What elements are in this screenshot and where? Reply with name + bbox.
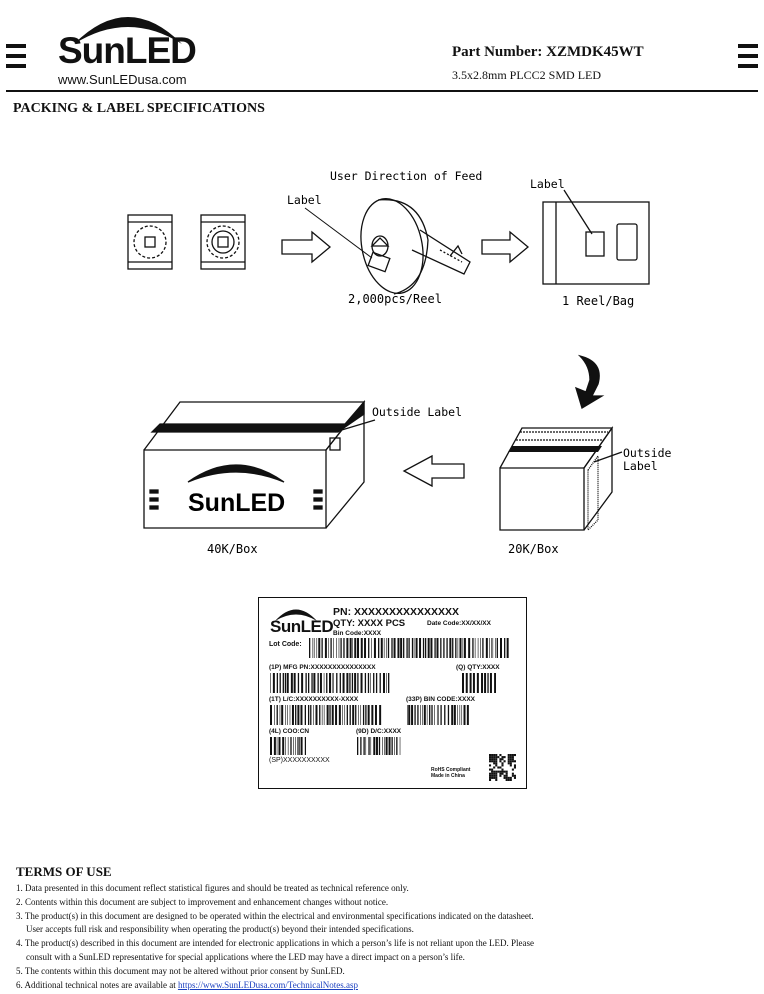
label-date-code: Date Code:XX/XX/XX [427,620,491,627]
label-brand: SunLED [270,617,334,636]
terms-item: 3. The product(s) in this document are d… [16,910,534,921]
label-bin-code-2: (33P) BIN CODE:XXXX [406,696,475,703]
reel-qty: 2,000pcs/Reel [348,292,442,306]
bag-icon [542,189,650,285]
label-mfg-pn: (1P) MFG PN:XXXXXXXXXXXXXXX [269,664,376,671]
barcode-coo [270,737,306,755]
bag-label-text: Label [530,177,565,191]
barcode-bin [407,705,469,725]
section-title: PACKING & LABEL SPECIFICATIONS [13,101,265,116]
label-pn: PN: XXXXXXXXXXXXXXX [333,606,460,618]
big-box-icon [143,400,376,529]
reel-label-text: Label [287,193,322,207]
qr-code-icon [489,754,516,781]
box-brand-logo: SunLED [188,489,285,517]
website-text: www.SunLEDusa.com [58,72,187,87]
barcode-lc [270,705,382,725]
arrow-right-icon [481,230,530,264]
arrow-left-icon [402,454,465,488]
technical-notes-link[interactable]: https://www.SunLEDusa.com/TechnicalNotes… [177,979,358,990]
terms-item: 5. The contents within this document may… [16,965,345,976]
label-qty: QTY: XXXX PCS [333,618,406,629]
terms-item: 4. The product(s) described in this docu… [16,938,534,949]
terms-item-prefix: 6. Additional technical notes are availa… [16,979,178,990]
label-made-in: Made in China [431,773,465,779]
box-small-qty: 20K/Box [508,542,559,556]
terms-item: 2. Contents within this document are sub… [16,896,389,907]
outside-label-small-2: Label [623,459,658,473]
arrow-right-icon [281,230,332,264]
menu-icon-right [738,44,758,74]
brand-logo: SunLED [58,30,197,71]
menu-icon-left [6,44,26,74]
label-sp: (SP)XXXXXXXXXX [269,757,330,764]
terms-item: User accepts full risk and responsibilit… [26,924,414,935]
label-lc: (1T) L/C:XXXXXXXXXX-XXXX [269,696,359,703]
terms-list: 1. Data presented in this document refle… [16,882,756,992]
terms-item: 6. Additional technical notes are availa… [16,979,756,993]
barcode-mfg-pn [270,673,390,693]
outside-label-big: Outside Label [372,405,462,419]
label-card: SunLED PN: XXXXXXXXXXXXXXX QTY: XXXX PCS… [258,597,527,789]
bag-qty: 1 Reel/Bag [562,294,634,308]
led-component-icon [200,214,246,270]
feed-direction-label: User Direction of Feed [330,169,482,183]
outside-label-small-1: Outside [623,446,672,460]
packing-diagram: User Direction of Feed Label Label 2,000… [127,169,672,556]
small-box-icon [499,425,623,532]
header-divider [6,90,758,92]
part-number: Part Number: XZMDK45WT [452,44,644,60]
terms-item: 1. Data presented in this document refle… [16,883,409,893]
barcode-dc [357,737,401,755]
label-bin-code: Bin Code:XXXX [333,630,382,637]
box-big-qty: 40K/Box [207,542,258,556]
label-coo: (4L) COO:CN [269,728,310,735]
label-dc: (9D) D/C:XXXX [356,728,402,735]
curved-arrow-icon [574,354,605,409]
label-rohs: RoHS Compliant [431,767,471,773]
label-lot-code: Lot Code: [269,641,302,648]
label-q-qty: (Q) QTY:XXXX [456,664,500,671]
led-component-icon [127,214,173,270]
part-description: 3.5x2.8mm PLCC2 SMD LED [452,68,602,82]
sunled-logo-arc [74,17,182,44]
barcode-qty [462,673,496,693]
terms-title: TERMS OF USE [16,864,112,879]
terms-item: consult with a SunLED representative for… [26,951,465,962]
barcode-lot [309,638,509,658]
label-logo-arc [275,609,317,621]
reel-icon [360,197,471,295]
